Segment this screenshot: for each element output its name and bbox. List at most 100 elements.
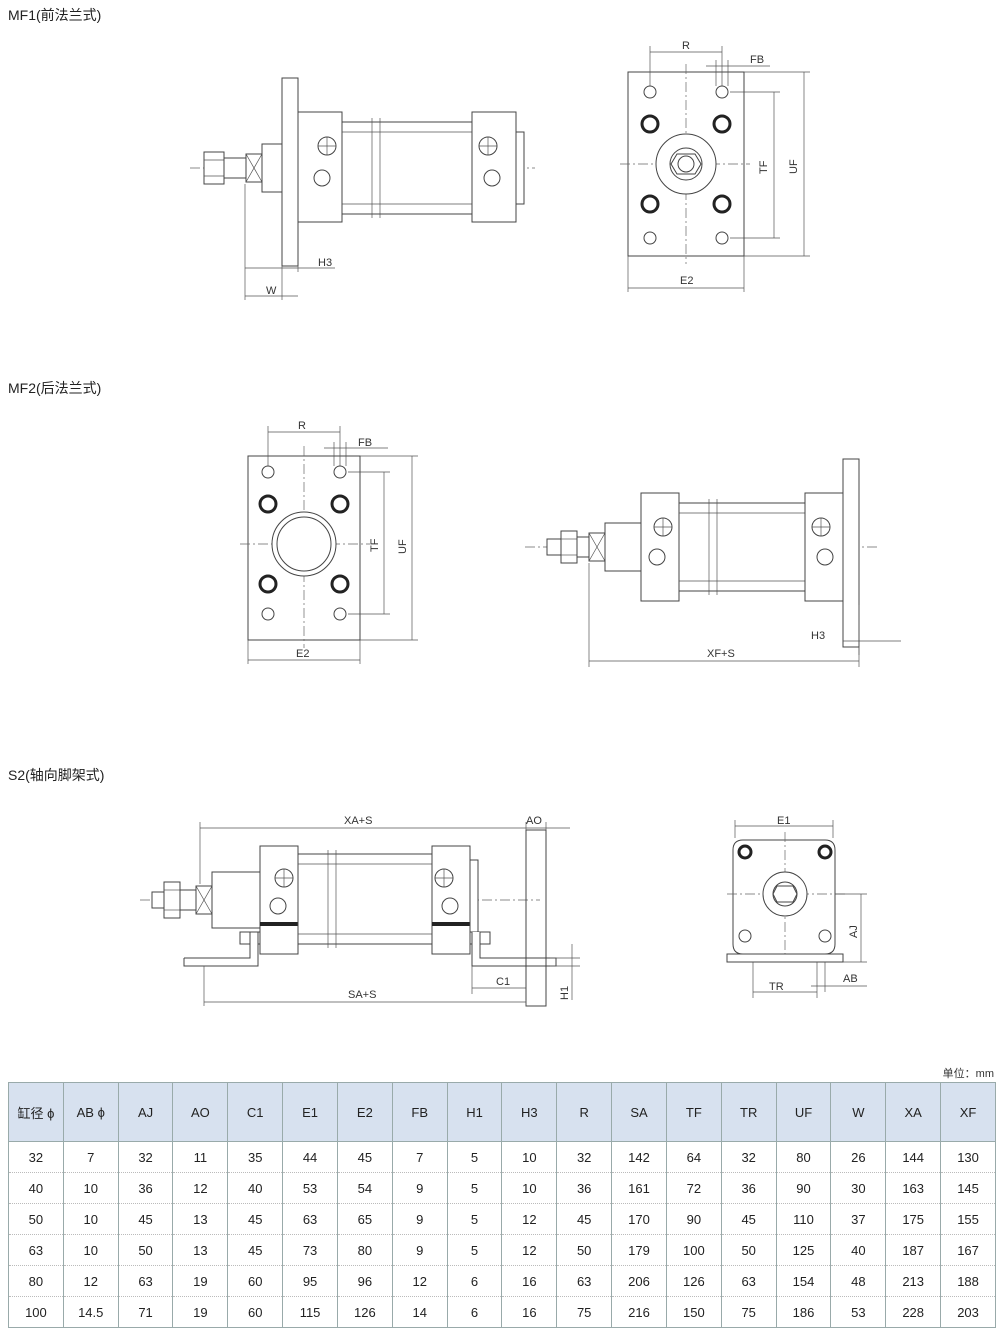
table-cell: 50 — [117, 1234, 174, 1266]
table-cell: 10 — [62, 1203, 119, 1235]
table-header-cell: H1 — [446, 1082, 503, 1142]
table-cell: 5 — [446, 1141, 503, 1173]
table-cell: 161 — [611, 1172, 667, 1204]
dim-label-e2: E2 — [680, 275, 693, 287]
table-cell: 206 — [611, 1265, 667, 1297]
dim-label-tf: TF — [758, 160, 770, 174]
table-cell: 50 — [8, 1203, 64, 1235]
table-cell: 110 — [775, 1203, 832, 1235]
table-cell: 40 — [8, 1172, 64, 1204]
table-cell: 45 — [227, 1203, 284, 1235]
table-cell: 9 — [391, 1172, 448, 1204]
section-title-mf2: MF2(后法兰式) — [8, 380, 102, 396]
dim-label-xa: XA+S — [344, 815, 372, 827]
table-cell: 5 — [446, 1234, 503, 1266]
table-header-cell: W — [830, 1082, 887, 1142]
unit-note: 单位：mm — [942, 1068, 994, 1080]
table-cell: 126 — [665, 1265, 722, 1297]
table-cell: 32 — [720, 1141, 777, 1173]
table-cell: 6 — [446, 1265, 503, 1297]
table-cell: 16 — [501, 1265, 558, 1297]
table-header-cell: E1 — [282, 1082, 338, 1142]
table-cell: 50 — [556, 1234, 613, 1266]
dim-label-r: R — [298, 420, 306, 432]
table-cell: 130 — [940, 1141, 996, 1173]
table-cell: 187 — [885, 1234, 942, 1266]
table-header-cell: XF — [940, 1082, 996, 1142]
table-cell: 65 — [336, 1203, 393, 1235]
table-cell: 12 — [501, 1234, 558, 1266]
table-cell: 37 — [830, 1203, 887, 1235]
dim-label-uf: UF — [397, 539, 409, 554]
dim-label-tf: TF — [369, 538, 381, 552]
table-cell: 10 — [62, 1234, 119, 1266]
table-cell: 100 — [665, 1234, 722, 1266]
table-cell: 45 — [720, 1203, 777, 1235]
table-cell: 12 — [172, 1172, 229, 1204]
table-cell: 13 — [172, 1234, 229, 1266]
table-cell: 63 — [282, 1203, 338, 1235]
table-cell: 10 — [501, 1141, 558, 1173]
table-cell: 35 — [227, 1141, 284, 1173]
table-cell: 32 — [8, 1141, 64, 1173]
table-header-cell: AJ — [117, 1082, 174, 1142]
table-cell: 53 — [282, 1172, 338, 1204]
table-cell: 175 — [885, 1203, 942, 1235]
table-header-cell: XA — [885, 1082, 942, 1142]
table-header-cell: TR — [720, 1082, 777, 1142]
table-cell: 45 — [117, 1203, 174, 1235]
mf1-front-view: R FB TF UF E2 — [620, 40, 810, 292]
table-cell: 90 — [775, 1172, 832, 1204]
dim-label-h1: H1 — [559, 986, 571, 1000]
mf2-side-view: H3 XF+S — [525, 458, 901, 667]
table-cell: 50 — [720, 1234, 777, 1266]
dim-label-h3: H3 — [318, 257, 332, 269]
table-cell: 13 — [172, 1203, 229, 1235]
table-header-cell: E2 — [336, 1082, 393, 1142]
table-cell: 40 — [227, 1172, 284, 1204]
table-cell: 36 — [556, 1172, 613, 1204]
table-cell: 12 — [501, 1203, 558, 1235]
table-cell: 30 — [830, 1172, 887, 1204]
table-cell: 36 — [117, 1172, 174, 1204]
table-cell: 95 — [282, 1265, 338, 1297]
section-title-s2: S2(轴向脚架式) — [8, 767, 105, 783]
table-header-cell: SA — [611, 1082, 667, 1142]
table-cell: 19 — [172, 1265, 229, 1297]
table-cell: 45 — [556, 1203, 613, 1235]
dim-label-e1: E1 — [777, 815, 790, 827]
mf1-side-view: H3 W — [190, 77, 535, 300]
table-cell: 12 — [391, 1265, 448, 1297]
table-cell: 63 — [8, 1234, 64, 1266]
table-header-cell: TF — [665, 1082, 722, 1142]
dim-label-sa: SA+S — [348, 989, 376, 1001]
table-cell: 90 — [665, 1203, 722, 1235]
table-cell: 5 — [446, 1172, 503, 1204]
table-cell: 154 — [775, 1265, 832, 1297]
table-cell: 45 — [227, 1234, 284, 1266]
table-cell: 80 — [775, 1141, 832, 1173]
table-header-cell: R — [556, 1082, 613, 1142]
table-cell: 188 — [940, 1265, 996, 1297]
table-cell: 7 — [62, 1141, 119, 1173]
dim-label-aj: AJ — [848, 925, 860, 938]
table-cell: 64 — [665, 1141, 722, 1173]
dim-label-r: R — [682, 40, 690, 52]
table-cell: 32 — [117, 1141, 174, 1173]
table-cell: 145 — [940, 1172, 996, 1204]
table-header-cell: 缸径 ϕ — [8, 1082, 64, 1142]
dim-label-e2: E2 — [296, 648, 309, 660]
dim-label-h3: H3 — [811, 630, 825, 642]
dim-label-w: W — [266, 285, 277, 297]
dim-label-uf: UF — [788, 159, 800, 174]
table-cell: 213 — [885, 1265, 942, 1297]
table-header-cell: H3 — [501, 1082, 558, 1142]
table-cell: 9 — [391, 1234, 448, 1266]
s2-front-view: E1 AJ TR AB — [726, 815, 867, 998]
